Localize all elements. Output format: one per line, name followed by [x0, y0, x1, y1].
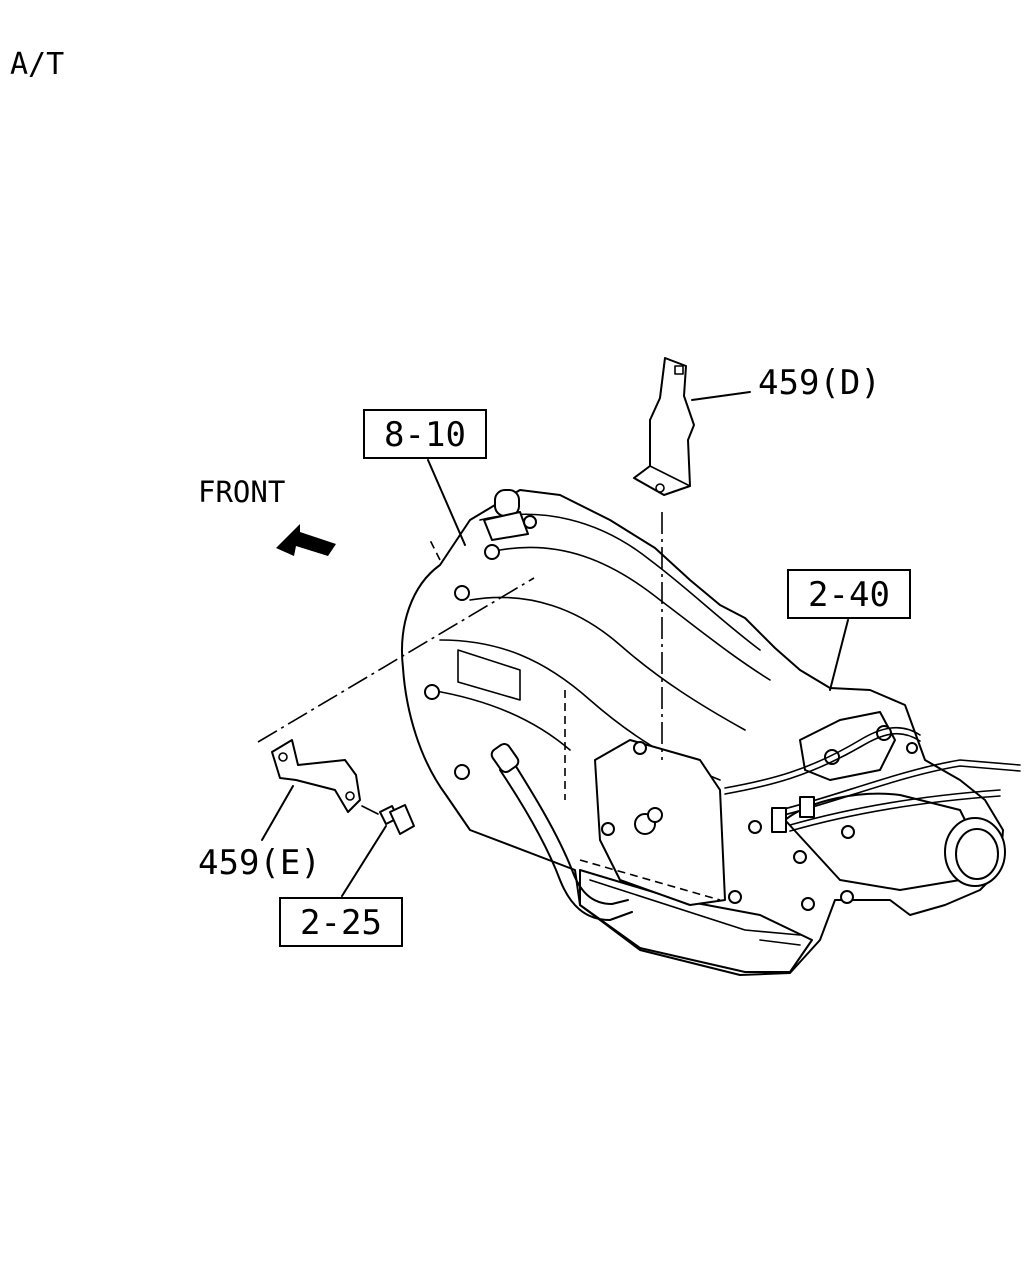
callout-8-10[interactable]: 8-10 [384, 415, 466, 455]
transmission-assembly [401, 489, 1021, 976]
callout-2-40[interactable]: 2-40 [808, 575, 890, 615]
part-label-459-d[interactable]: 459(D) [758, 363, 881, 403]
bracket-459-e [271, 739, 361, 813]
callout-2-40-box [787, 569, 911, 619]
front-label: FRONT [198, 475, 285, 509]
part-label-459-e[interactable]: 459(E) [198, 843, 321, 883]
bracket-459-d [633, 357, 695, 496]
bolt-icon [379, 804, 415, 835]
diagram-title: A/T [10, 47, 64, 82]
callout-8-10-box [363, 409, 487, 459]
front-arrow-icon [276, 524, 336, 556]
callout-2-25[interactable]: 2-25 [300, 903, 382, 943]
callout-2-25-box [279, 897, 403, 947]
